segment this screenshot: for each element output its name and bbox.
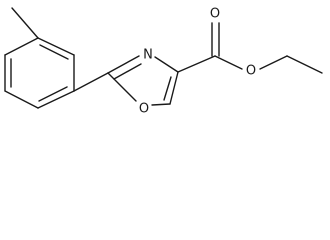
benzene-inner-double-bond bbox=[38, 86, 68, 102]
oxazole-c4-c5-bond bbox=[169, 71, 179, 105]
ester-c-o-bond bbox=[214, 55, 243, 70]
atom-label-n: N bbox=[143, 48, 153, 63]
oxazole-n3-c4-bond bbox=[154, 56, 179, 73]
oxazole-ring bbox=[107, 55, 179, 106]
methyl-bond bbox=[11, 7, 39, 39]
oxazole-c2-n3-double-bond bbox=[113, 63, 142, 80]
ethyl-bond bbox=[286, 55, 323, 74]
aryl-oxazole-bond bbox=[73, 72, 109, 92]
atom-label-o-carbonyl: O bbox=[210, 7, 220, 22]
atom-label-o-ring: O bbox=[139, 102, 149, 117]
oxazole-c4-c5-double-bond bbox=[163, 76, 172, 101]
atom-label-o-ester: O bbox=[246, 64, 256, 79]
ring-carbonyl-bond bbox=[177, 55, 216, 73]
ethyl-ester-group bbox=[177, 22, 323, 74]
benzene-ring bbox=[4, 37, 75, 109]
chemical-structure-diagram: N O O O bbox=[4, 7, 323, 117]
oxazole-o1-c2-bond bbox=[107, 72, 137, 102]
oxazole-c2-n3-bond bbox=[107, 55, 140, 74]
ester-o-ch2-bond bbox=[259, 55, 288, 70]
benzene-bond bbox=[4, 37, 39, 56]
benzene-bond bbox=[37, 90, 75, 109]
oxazole-c5-o1-bond bbox=[151, 103, 171, 106]
benzene-inner-double-bond bbox=[39, 44, 69, 60]
benzene-bond bbox=[4, 90, 39, 109]
benzene-bond bbox=[37, 37, 75, 56]
